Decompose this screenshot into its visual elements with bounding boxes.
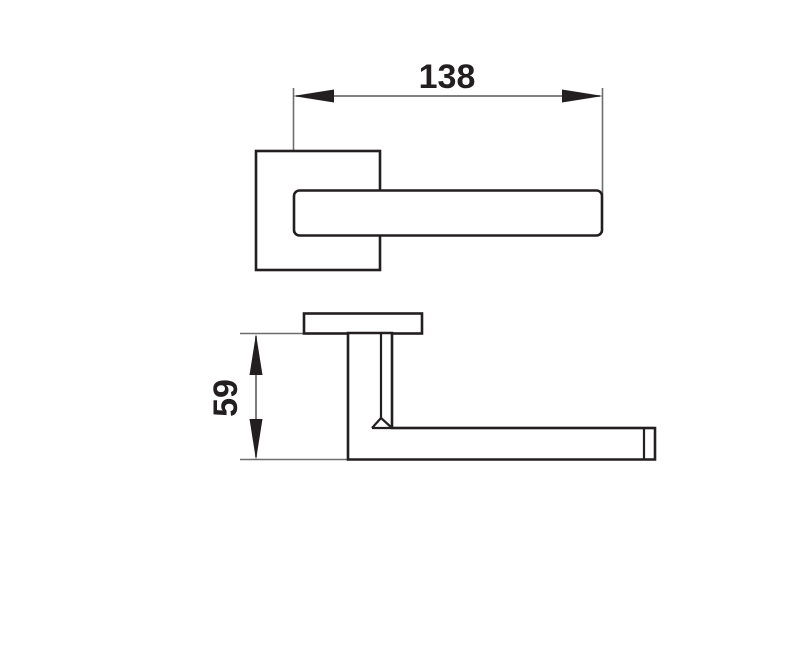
- width-dimension-group: 138: [292, 58, 604, 195]
- height-dimension-label: 59: [207, 379, 245, 417]
- width-arrowhead-left-icon: [293, 89, 334, 103]
- height-dimension-group: 59: [207, 332, 372, 461]
- side-view-group: [302, 312, 657, 461]
- height-arrowhead-top-icon: [249, 334, 263, 375]
- side-view-corner-chamfer: [380, 417, 393, 429]
- top-view-lever-bar: [292, 189, 604, 237]
- width-dimension-label: 138: [419, 58, 476, 96]
- side-view-corner-chamfer-lower: [371, 417, 382, 429]
- height-arrowhead-bottom-icon: [249, 419, 263, 460]
- top-view-group: [254, 149, 604, 272]
- width-arrowhead-right-icon: [562, 89, 603, 103]
- side-view-lever-body: [346, 331, 657, 461]
- side-view-rosette-plate: [302, 312, 424, 335]
